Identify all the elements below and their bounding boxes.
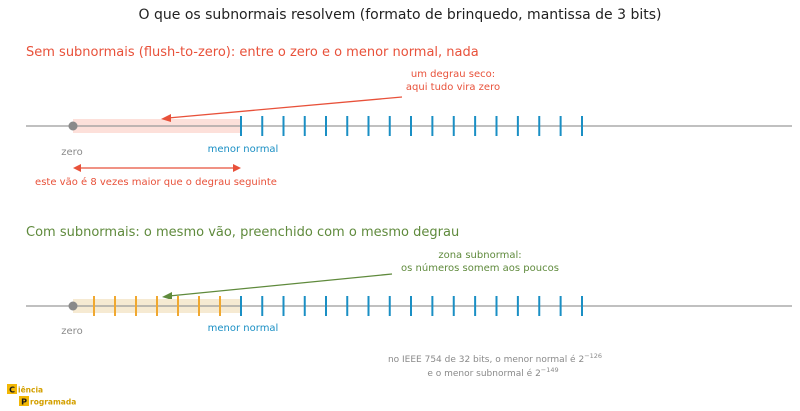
footnote-line2-text: e o menor subnormal é 2 <box>427 368 540 379</box>
top-callout-line2: aqui tudo vira zero <box>406 82 500 93</box>
panel-without-subnormals: Sem subnormais (flush-to-zero): entre o … <box>26 45 792 188</box>
bottom-min-normal-label: menor normal <box>208 323 279 334</box>
logo: C iência P rogramada <box>7 384 76 407</box>
logo-block-p <box>19 396 29 406</box>
top-callout-line1: um degrau seco: <box>411 69 495 80</box>
top-normal-ticks <box>240 116 583 136</box>
footnote-line2: e o menor subnormal é 2−149 <box>427 366 558 379</box>
bottom-callout-arrow <box>168 273 393 297</box>
footnote-line1-text: no IEEE 754 de 32 bits, o menor normal é… <box>388 354 584 365</box>
bottom-heading: Com subnormais: o mesmo vão, preenchido … <box>26 225 459 240</box>
top-min-normal-label: menor normal <box>208 144 279 155</box>
top-zero-label: zero <box>61 147 82 158</box>
top-callout-arrowhead <box>161 114 171 122</box>
top-heading: Sem subnormais (flush-to-zero): entre o … <box>26 45 479 60</box>
logo-word2: rogramada <box>30 398 76 407</box>
logo-word1: iência <box>18 386 43 395</box>
page-title: O que os subnormais resolvem (formato de… <box>139 7 662 23</box>
logo-letter-p: P <box>21 398 27 407</box>
footnote-line2-exponent: −149 <box>541 366 559 374</box>
bottom-callout-line1: zona subnormal: <box>438 250 521 261</box>
bottom-callout-arrowhead <box>162 292 172 300</box>
bottom-normal-ticks <box>240 296 583 316</box>
gap-arrowhead-right <box>233 164 241 172</box>
panel-with-subnormals: Com subnormais: o mesmo vão, preenchido … <box>26 225 792 337</box>
bottom-callout-line2: os números somem aos poucos <box>401 262 559 274</box>
logo-block-c <box>7 384 17 394</box>
footnote-line1-exponent: −126 <box>584 352 602 360</box>
footnote: no IEEE 754 de 32 bits, o menor normal é… <box>388 352 602 379</box>
top-zero-point <box>68 121 78 131</box>
top-callout-arrow <box>167 96 403 119</box>
footnote-line1: no IEEE 754 de 32 bits, o menor normal é… <box>388 352 602 365</box>
subnormal-ticks <box>93 296 221 316</box>
logo-letter-c: C <box>9 386 15 395</box>
bottom-zero-point <box>68 301 78 311</box>
gap-arrowhead-left <box>73 164 81 172</box>
bottom-zero-label: zero <box>61 326 82 337</box>
gap-note: este vão é 8 vezes maior que o degrau se… <box>35 176 277 188</box>
